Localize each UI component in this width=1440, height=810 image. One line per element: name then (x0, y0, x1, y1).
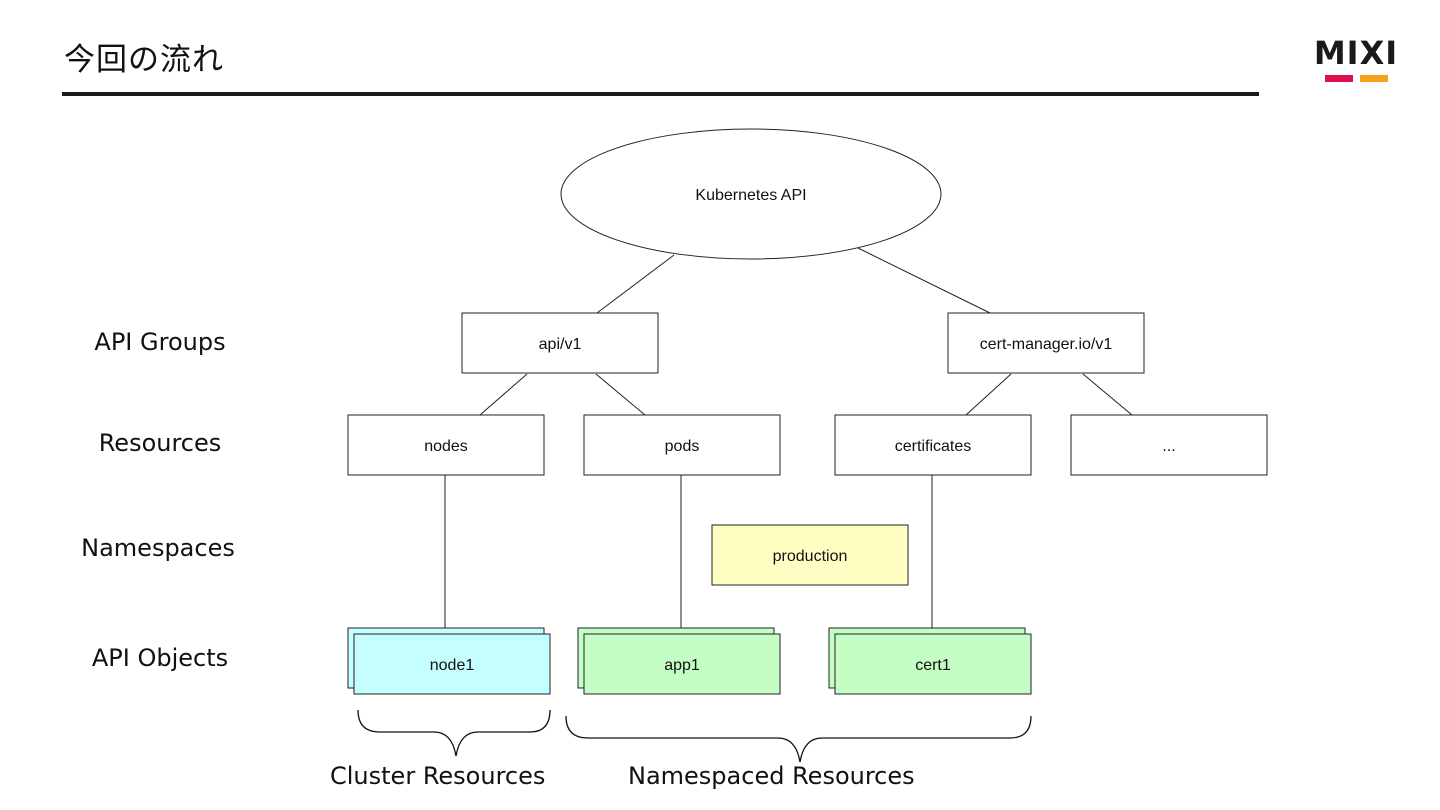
object-node1-label: node1 (430, 657, 475, 674)
group-cert-label: cert-manager.io/v1 (980, 336, 1113, 353)
cluster-brace (357, 709, 551, 757)
edge-core-pods (595, 373, 646, 416)
object-cert1-label: cert1 (915, 657, 951, 674)
resource-certificates-label: certificates (895, 438, 971, 455)
root-ellipse (560, 128, 942, 260)
edge-core-nodes (479, 373, 528, 416)
namespaced-brace (565, 715, 1032, 763)
resource-certificates-box (834, 414, 1032, 476)
page-title: 今回の流れ (64, 42, 224, 78)
object-app1-label: app1 (664, 657, 700, 674)
group-cert-box (947, 312, 1145, 374)
object-cert1-box (834, 633, 1032, 695)
namespaced-resources-label: Namespaced Resources (628, 762, 915, 790)
label-resources: Resources (98, 429, 222, 457)
object-app1-box (583, 633, 781, 695)
resource-nodes-box (347, 414, 545, 476)
edge-cert-more (1082, 373, 1133, 416)
edge-cert-certificates (965, 373, 1012, 416)
resource-pods-label: pods (665, 438, 700, 455)
logo-bar-red (1325, 75, 1353, 82)
group-core-box (461, 312, 659, 374)
edge-root-core (596, 254, 675, 314)
root-label: Kubernetes API (695, 187, 806, 204)
resource-more-box (1070, 414, 1268, 476)
resource-pods-box (583, 414, 781, 476)
edge-root-cert (857, 247, 991, 314)
label-namespaces: Namespaces (81, 534, 235, 562)
label-api-groups: API Groups (94, 328, 226, 356)
object-node1-box (353, 633, 551, 695)
label-api-objects: API Objects (91, 644, 229, 672)
mixi-logo: MIXI (1308, 34, 1404, 86)
connector-lines (444, 247, 1133, 628)
namespace-production-label: production (773, 548, 848, 565)
namespace-production-box (711, 524, 909, 586)
group-core-label: api/v1 (539, 336, 582, 353)
cluster-resources-label: Cluster Resources (330, 762, 546, 790)
logo-wordmark: MIXI (1313, 34, 1399, 72)
resource-more-label: ... (1162, 438, 1175, 455)
logo-bar-orange (1360, 75, 1388, 82)
resource-nodes-label: nodes (424, 438, 468, 455)
title-underline (62, 92, 1259, 96)
